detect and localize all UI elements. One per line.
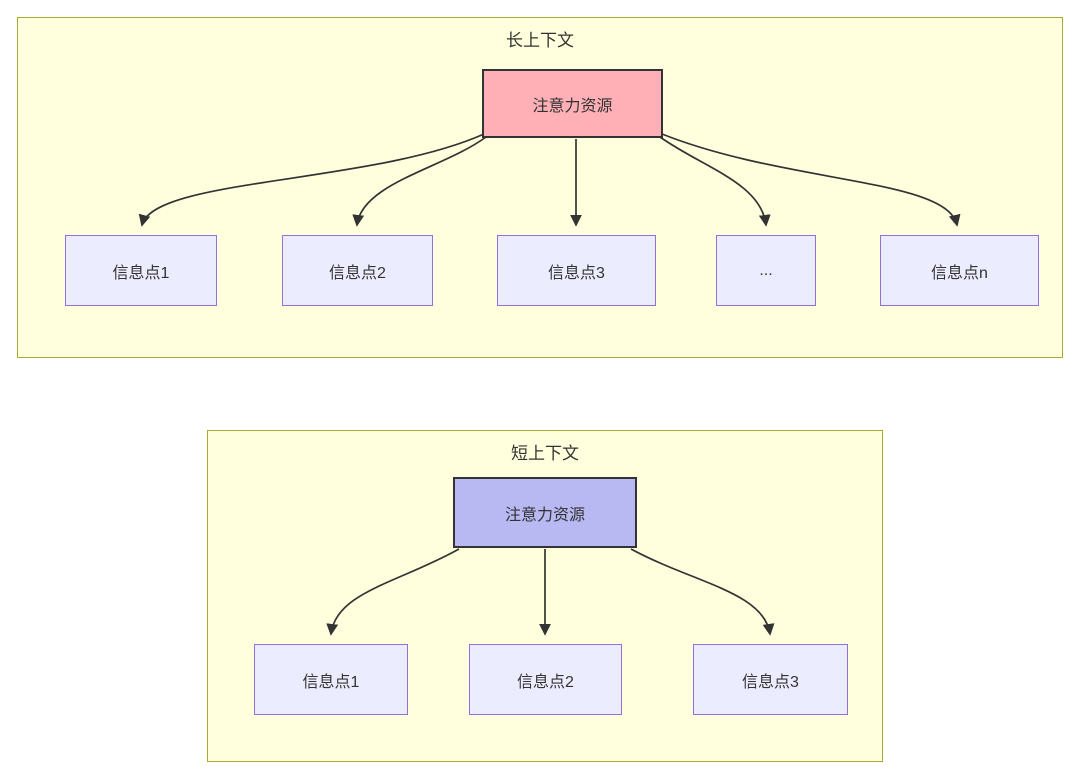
info-node-long-n: 信息点n	[880, 235, 1039, 306]
short-context-title: 短上下文	[511, 444, 579, 463]
info-node-short-2: 信息点2	[469, 644, 622, 715]
info-node-long-ellipsis: ...	[716, 235, 816, 306]
info-node-long-1: 信息点1	[65, 235, 217, 306]
info-node-short-1: 信息点1	[254, 644, 408, 715]
long-context-title: 长上下文	[506, 31, 574, 50]
info-node-long-3: 信息点3	[497, 235, 656, 306]
info-node-short-3: 信息点3	[693, 644, 848, 715]
attention-resource-short: 注意力资源	[453, 477, 637, 548]
info-node-long-2: 信息点2	[282, 235, 433, 306]
attention-resource-long: 注意力资源	[482, 69, 663, 138]
